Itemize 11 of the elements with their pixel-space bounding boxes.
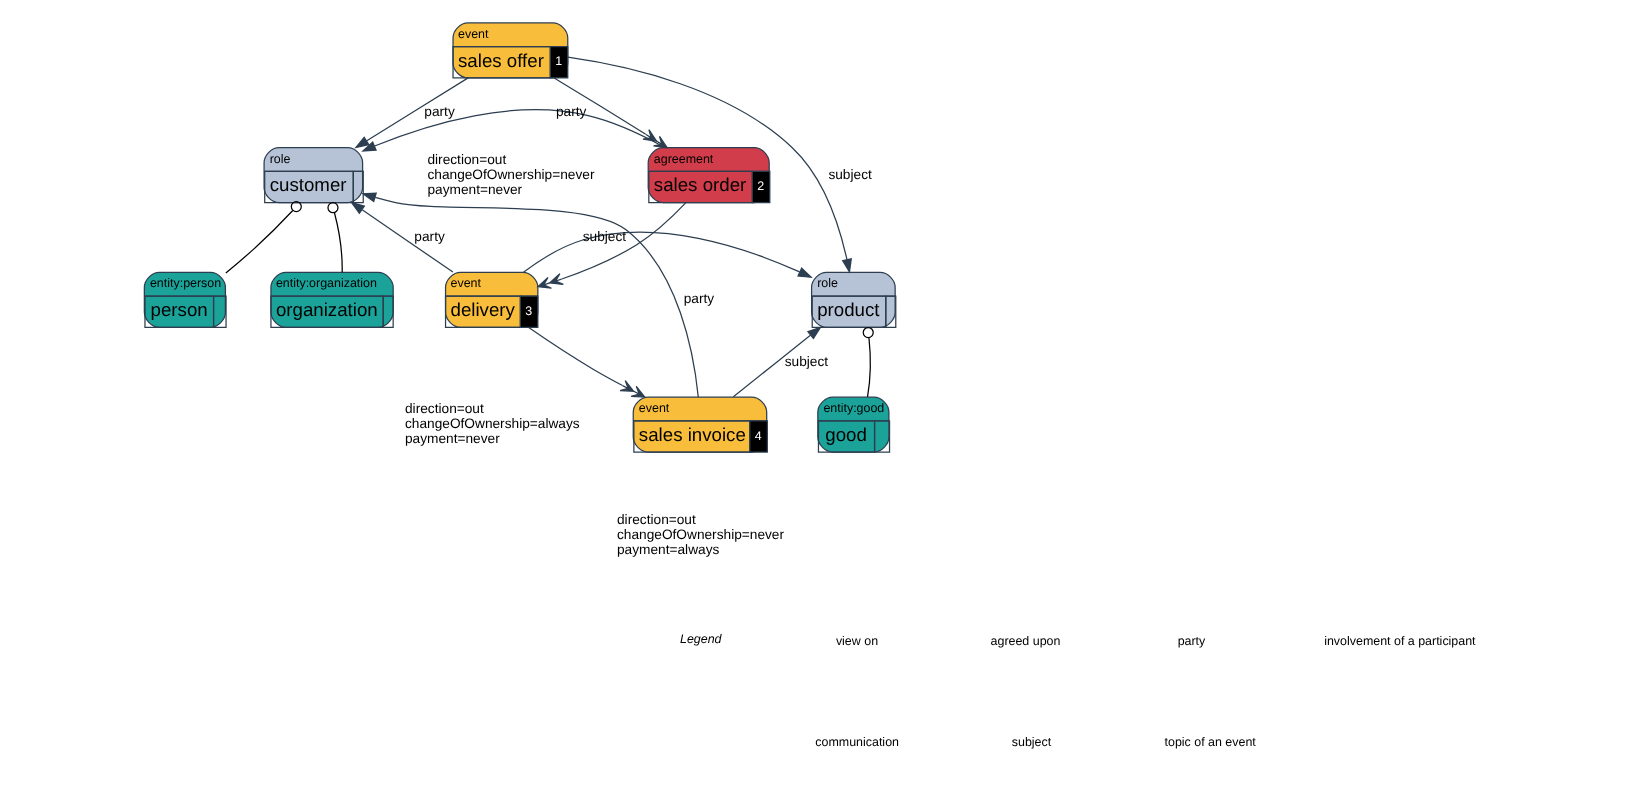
arrow <box>354 76 469 148</box>
arrow <box>361 191 699 397</box>
arrow <box>522 230 813 278</box>
connector <box>225 200 302 273</box>
arrow <box>350 200 454 272</box>
connector <box>327 201 343 272</box>
arrow <box>537 201 687 288</box>
arrow <box>527 325 646 397</box>
connector <box>862 325 874 397</box>
arrow <box>732 325 822 397</box>
arrow <box>567 55 852 273</box>
